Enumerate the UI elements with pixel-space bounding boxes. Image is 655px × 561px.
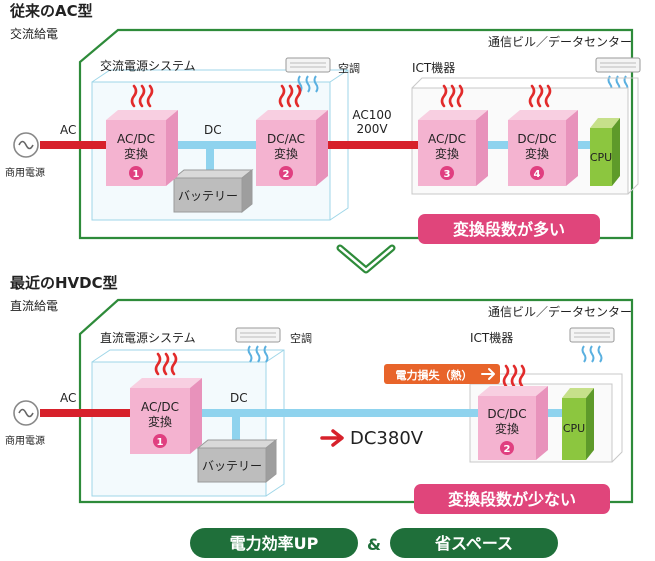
top-conv3-line2: 変換 [435,146,459,161]
bottom-conv1-badge [153,434,167,448]
space-saving-badge [390,528,558,558]
bottom-dc-line [190,409,480,417]
top-conclusion-badge [418,214,600,244]
top-ac-line [40,141,106,149]
top-title: 従来のAC型 [9,2,93,20]
top-ict-dc-line-2 [566,141,592,149]
top-ict-aircon-icon [595,57,641,93]
bottom-feed-type: 直流給電 [10,299,58,313]
top-building-label: 通信ビル／データセンター [488,34,632,49]
bottom-dc-label: DC [230,391,248,405]
top-cpu-label: CPU [590,151,612,164]
bottom-conv2-num: 2 [504,444,511,455]
top-conv1-line1: AC/DC [117,132,155,146]
bottom-title: 最近のHVDC型 [10,274,118,292]
top-conv4-num: 4 [534,169,541,180]
chevron-down-icon [336,244,396,274]
top-conclusion: 変換段数が多い [453,220,565,239]
top-ac100-line [316,141,420,149]
top-conv3-num: 3 [444,169,451,180]
top-ac100-line2: 200V [356,122,388,136]
top-conv3-line1: AC/DC [428,132,466,146]
bottom-converter-1: AC/DC 変換 1 [130,352,202,454]
top-battery: バッテリー [172,168,254,214]
bottom-conv1-line1: AC/DC [141,400,179,414]
bottom-aircon-label: 空調 [290,331,312,345]
top-battery-label: バッテリー [178,189,238,203]
top-conv2-num: 2 [283,169,290,180]
bottom-conv2-badge [500,441,514,455]
bottom-commercial-power: 商用電源 [5,434,45,447]
bottom-ac-label: AC [60,391,76,405]
top-ac-source-icon [13,132,39,158]
top-dc-label: DC [204,123,222,137]
bottom-building-outline [78,298,634,504]
badge-left: 電力効率UP [230,534,319,553]
top-ac-label: AC [60,123,76,137]
bottom-conv2-line1: DC/DC [487,407,526,421]
top-conv2-badge [279,166,293,180]
efficiency-badge [190,528,358,558]
top-conv1-line2: 変換 [124,146,148,161]
bottom-conv1-num: 1 [157,437,164,448]
ampersand: & [367,535,381,554]
top-conv3-badge [440,166,454,180]
bottom-conv1-line2: 変換 [148,414,172,429]
bottom-ac-line [40,409,130,417]
top-power-system-label: 交流電源システム [100,58,196,73]
top-commercial-power: 商用電源 [5,166,45,179]
bottom-ict-aircon-icon [569,327,615,363]
bottom-battery: バッテリー [196,438,278,484]
bottom-ict-dc-line [536,409,564,417]
top-conv1-num: 1 [133,169,140,180]
bottom-ict-label: ICT機器 [470,330,513,345]
bottom-conclusion: 変換段数が少ない [448,490,576,509]
top-converter-2: DC/AC 変換 2 [256,84,328,186]
bottom-battery-label: バッテリー [202,459,262,473]
top-conv4-badge [530,166,544,180]
bottom-cpu-label: CPU [563,422,585,435]
bottom-cpu: CPU [562,388,594,460]
top-conv2-line1: DC/AC [267,132,305,146]
top-battery-link [206,149,214,177]
badge-right: 省スペース [434,534,513,553]
bottom-conv2-line2: 変換 [495,421,519,436]
bottom-building-label: 通信ビル／データセンター [488,304,632,319]
bottom-battery-link [232,417,240,447]
top-ict-label: ICT機器 [412,60,455,75]
bottom-loss-label: 電力損失（熱） [396,368,473,382]
loss-arrow-icon [481,368,495,380]
top-conv4-line1: DC/DC [517,132,556,146]
top-building-outline [78,28,634,240]
top-conv1-badge [129,166,143,180]
bottom-conclusion-badge [414,484,610,514]
bottom-ac-source-icon [13,400,39,426]
top-aircon-label: 空調 [338,61,360,75]
top-conv2-line2: 変換 [274,146,298,161]
top-cpu: CPU [590,118,620,186]
top-dc-line [166,141,256,149]
top-feed-type: 交流給電 [10,26,58,41]
bottom-loss-badge [384,364,500,384]
top-ac100-line1: AC100 [352,108,391,122]
top-conv4-line2: 変換 [525,146,549,161]
top-ict-dc-line-1 [476,141,510,149]
top-converter-4: DC/DC 変換 4 [508,84,578,186]
bottom-converter-2: DC/DC 変換 2 [478,364,548,460]
top-converter-3: AC/DC 変換 3 [418,84,488,186]
bottom-dc380: DC380V [350,428,424,449]
top-converter-1: AC/DC 変換 1 [106,84,178,186]
bottom-power-system-label: 直流電源システム [100,331,196,345]
